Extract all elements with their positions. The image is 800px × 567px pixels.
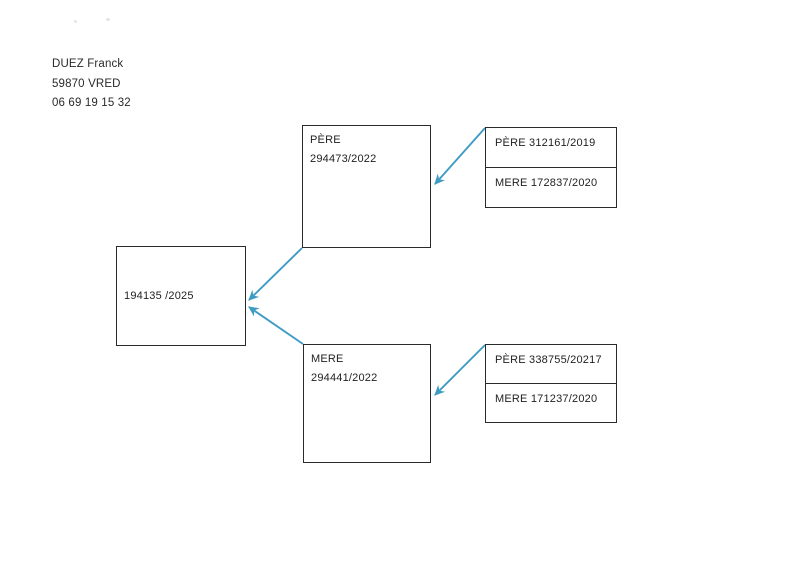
contact-phone: 06 69 19 15 32 <box>52 97 131 109</box>
father-label: PÈRE <box>310 134 341 146</box>
scan-artifact-speck <box>74 20 77 23</box>
scan-artifact-speck <box>106 18 110 21</box>
child-id: 194135 /2025 <box>124 290 194 302</box>
father-id: 294473/2022 <box>310 153 377 165</box>
maternal-grandmother-id: MERE 171237/2020 <box>495 393 598 405</box>
paternal-grandmother-row: MERE 172837/2020 <box>486 167 616 207</box>
maternal-grandmother-row: MERE 171237/2020 <box>486 383 616 422</box>
paternal-grandmother-id: MERE 172837/2020 <box>495 177 598 189</box>
contact-name: DUEZ Franck <box>52 58 124 70</box>
paternal-grandfather-row: PÈRE 312161/2019 <box>486 128 616 167</box>
mother-box: MERE 294441/2022 <box>303 344 431 463</box>
mother-id: 294441/2022 <box>311 372 378 384</box>
paternal-grandparents-box: PÈRE 312161/2019 MERE 172837/2020 <box>485 127 617 208</box>
father-box: PÈRE 294473/2022 <box>302 125 431 248</box>
mother-label: MERE <box>311 353 344 365</box>
contact-address: 59870 VRED <box>52 77 121 90</box>
connector-father-to-child <box>248 247 303 301</box>
maternal-grandfather-row: PÈRE 338755/20217 <box>486 345 616 383</box>
paternal-grandfather-id: PÈRE 312161/2019 <box>495 137 596 149</box>
maternal-grandparents-box: PÈRE 338755/20217 MERE 171237/2020 <box>485 344 617 423</box>
connector-maternal-grandparents-to-mother <box>434 344 486 396</box>
child-box: 194135 /2025 <box>116 246 246 346</box>
connector-paternal-grandparents-to-father <box>434 127 486 185</box>
connector-mother-to-child <box>248 306 304 345</box>
maternal-grandfather-id: PÈRE 338755/20217 <box>495 354 602 366</box>
contact-header: DUEZ Franck 59870 VRED 06 69 19 15 32 <box>52 55 131 114</box>
